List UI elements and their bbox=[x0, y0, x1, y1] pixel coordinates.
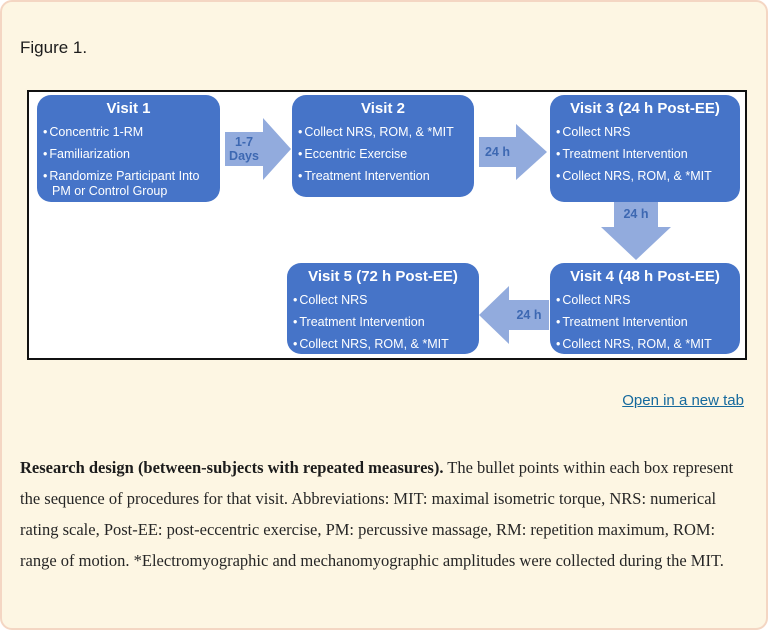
bullet-item: Treatment Intervention bbox=[298, 169, 468, 185]
bullet-item: Treatment Intervention bbox=[556, 147, 734, 163]
right-arrow-icon: 24 h bbox=[479, 124, 547, 180]
open-in-new-tab-link[interactable]: Open in a new tab bbox=[622, 392, 744, 409]
visit-5-bullets: Collect NRS Treatment Intervention Colle… bbox=[293, 293, 473, 352]
bullet-item: Collect NRS bbox=[556, 293, 734, 309]
caption-body-text: The bullet points within each box repres… bbox=[20, 458, 734, 570]
arrow-label: 24 h bbox=[623, 207, 649, 222]
arrow-stem bbox=[225, 132, 263, 166]
visit-5-box: Visit 5 (72 h Post-EE) Collect NRS Treat… bbox=[287, 263, 479, 354]
visit-3-box: Visit 3 (24 h Post-EE) Collect NRS Treat… bbox=[550, 95, 740, 202]
bullet-item: Collect NRS, ROM, & *MIT bbox=[298, 125, 468, 141]
visit-5-title: Visit 5 (72 h Post-EE) bbox=[308, 268, 458, 285]
arrow-head bbox=[601, 227, 671, 260]
arrow-stem bbox=[479, 137, 516, 167]
visit-1-box: Visit 1 Concentric 1-RM Familiarization … bbox=[37, 95, 220, 202]
visit-2-box: Visit 2 Collect NRS, ROM, & *MIT Eccentr… bbox=[292, 95, 474, 197]
arrow-label: 24 h bbox=[516, 307, 542, 322]
figure-caption: Research design (between-subjects with r… bbox=[20, 452, 752, 576]
visit-2-bullets: Collect NRS, ROM, & *MIT Eccentric Exerc… bbox=[298, 125, 468, 184]
arrow-head bbox=[263, 118, 291, 180]
arrow-label: 24 h bbox=[484, 144, 510, 159]
open-link-row: Open in a new tab bbox=[622, 392, 744, 410]
visit-2-title: Visit 2 bbox=[361, 100, 405, 117]
bullet-item: Randomize Participant Into PM or Control… bbox=[43, 169, 214, 200]
down-arrow-icon: 24 h bbox=[601, 202, 671, 260]
arrow-head bbox=[516, 124, 547, 180]
right-arrow-icon: 1-7 Days bbox=[225, 118, 291, 180]
bullet-item: Treatment Intervention bbox=[556, 315, 734, 331]
visit-1-title: Visit 1 bbox=[106, 100, 151, 117]
arrow-stem bbox=[509, 300, 549, 330]
arrow-stem bbox=[614, 202, 658, 227]
bullet-item: Collect NRS, ROM, & *MIT bbox=[293, 337, 473, 353]
arrow-label: 1-7 Days bbox=[229, 134, 259, 163]
visit-4-bullets: Collect NRS Treatment Intervention Colle… bbox=[556, 293, 734, 352]
bullet-item: Collect NRS, ROM, & *MIT bbox=[556, 169, 734, 185]
bullet-item: Eccentric Exercise bbox=[298, 147, 468, 163]
arrow-head bbox=[479, 286, 509, 344]
left-arrow-icon: 24 h bbox=[479, 286, 549, 344]
visit-1-bullets: Concentric 1-RM Familiarization Randomiz… bbox=[43, 125, 214, 200]
caption-bold-lead: Research design (between-subjects with r… bbox=[20, 458, 444, 477]
bullet-item: Collect NRS bbox=[293, 293, 473, 309]
bullet-item: Familiarization bbox=[43, 147, 214, 163]
visit-4-box: Visit 4 (48 h Post-EE) Collect NRS Treat… bbox=[550, 263, 740, 354]
bullet-item: Concentric 1-RM bbox=[43, 125, 214, 141]
visit-3-title: Visit 3 (24 h Post-EE) bbox=[570, 100, 720, 117]
bullet-item: Collect NRS, ROM, & *MIT bbox=[556, 337, 734, 353]
bullet-item: Treatment Intervention bbox=[293, 315, 473, 331]
bullet-item: Collect NRS bbox=[556, 125, 734, 141]
figure-label: Figure 1. bbox=[20, 38, 88, 57]
figure-panel: Visit 1 Concentric 1-RM Familiarization … bbox=[27, 90, 747, 360]
visit-3-bullets: Collect NRS Treatment Intervention Colle… bbox=[556, 125, 734, 184]
visit-4-title: Visit 4 (48 h Post-EE) bbox=[570, 268, 720, 285]
